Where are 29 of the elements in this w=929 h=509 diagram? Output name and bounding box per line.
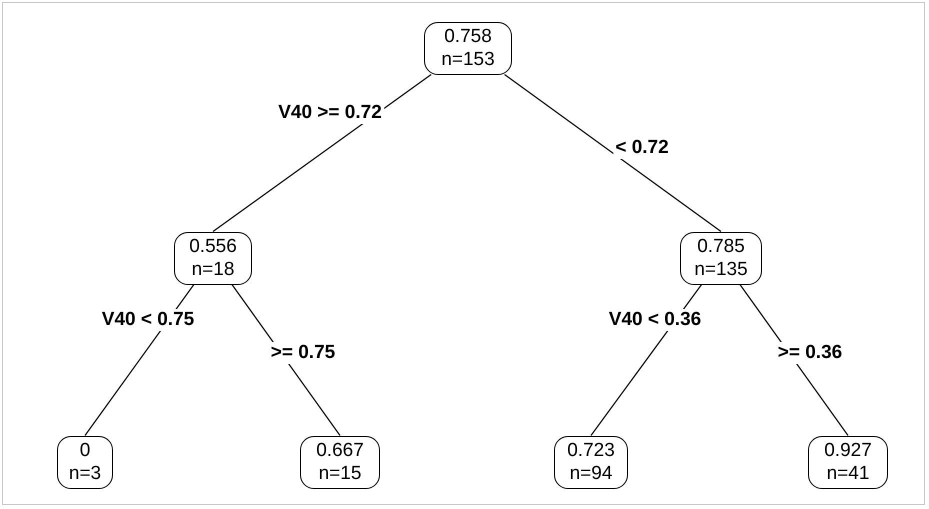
node-count: n=94 <box>570 462 612 485</box>
node-count: n=18 <box>192 258 234 281</box>
tree-node <box>174 232 252 284</box>
node-value: 0.556 <box>189 235 237 258</box>
node-count: n=135 <box>694 258 748 281</box>
node-value: 0.927 <box>824 439 872 462</box>
node-count: n=3 <box>68 462 102 485</box>
node-count: n=41 <box>826 462 870 485</box>
node-value: 0.667 <box>316 439 364 462</box>
split-label: >= 0.36 <box>776 342 844 364</box>
tree-node <box>424 22 512 74</box>
node-count: n=153 <box>441 48 495 71</box>
tree-node <box>300 436 380 488</box>
branch-line <box>212 74 432 232</box>
node-count: n=15 <box>318 462 362 485</box>
branch-line <box>504 74 722 232</box>
node-value: 0 <box>80 439 90 462</box>
tree-node <box>554 436 628 488</box>
node-value: 0.723 <box>567 439 615 462</box>
tree-node <box>680 232 762 284</box>
split-label: < 0.72 <box>613 137 671 159</box>
split-label: V40 < 0.36 <box>606 309 704 331</box>
tree-node <box>57 436 113 488</box>
tree-node <box>808 436 888 488</box>
split-label: V40 < 0.75 <box>100 309 196 331</box>
split-label: V40 >= 0.72 <box>276 102 384 124</box>
split-label: >= 0.75 <box>268 342 338 364</box>
node-value: 0.758 <box>444 25 492 48</box>
node-value: 0.785 <box>697 235 745 258</box>
